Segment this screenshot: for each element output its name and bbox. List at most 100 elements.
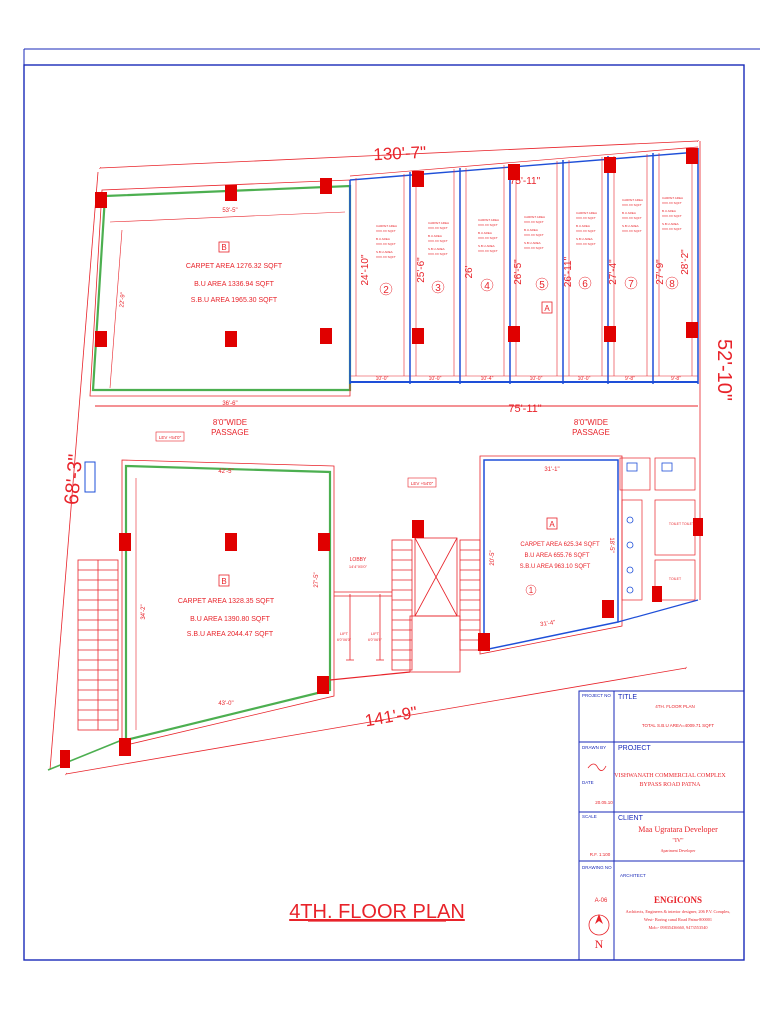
svg-text:XXX.XX SQFT: XXX.XX SQFT: [576, 229, 596, 233]
toilets: [619, 457, 696, 601]
svg-text:S.B.U AREA: S.B.U AREA: [524, 241, 541, 245]
svg-text:9'-8": 9'-8": [625, 376, 635, 382]
svg-text:S.B.U AREA: S.B.U AREA: [478, 244, 495, 248]
level-tag-1: LEV +54'0": [159, 435, 182, 440]
block-b-top-walls: [89, 179, 352, 397]
shop-number: 4: [484, 281, 490, 292]
passage-right-line1: 8'0"WIDE: [574, 418, 608, 427]
svg-text:XXX.XX SQFT: XXX.XX SQFT: [622, 216, 642, 220]
dim-b-top-inner: 53'-5": [222, 208, 237, 214]
svg-text:B.U AREA: B.U AREA: [576, 224, 590, 228]
client-line3: Apartment Developer: [661, 848, 696, 853]
svg-text:10'-4": 10'-4": [481, 376, 494, 382]
block-a-bottom-tag-box: [546, 517, 558, 530]
svg-text:CARPET AREA: CARPET AREA: [622, 198, 643, 202]
firm-name: ENGICONS: [654, 895, 702, 905]
lift-2-size: 6'0"X6'0": [368, 638, 383, 642]
svg-text:S.B.U AREA: S.B.U AREA: [376, 250, 393, 254]
block-b-bottom-carpet: CARPET AREA 1328.35 SQFT: [178, 598, 275, 605]
dim-b2-left: 34'-2": [141, 604, 147, 619]
svg-text:XXX.XX SQFT: XXX.XX SQFT: [376, 255, 396, 259]
svg-text:XXX.XX SQFT: XXX.XX SQFT: [478, 223, 498, 227]
svg-text:XXX.XX SQFT: XXX.XX SQFT: [662, 214, 682, 218]
block-b-top-tag: B: [221, 243, 226, 252]
center-core: [329, 537, 481, 681]
svg-text:DATE: DATE: [582, 780, 594, 785]
dim-b2-top: 42'-5": [218, 469, 233, 475]
block-a-bottom-sbu: S.B.U AREA 963.10 SQFT: [520, 564, 591, 570]
left-staircase: [77, 559, 119, 731]
title-block-labels: PROJECT NO TITLE DRAWN BY PROJECT DATE S…: [582, 693, 651, 878]
svg-text:XXX.XX SQFT: XXX.XX SQFT: [622, 229, 642, 233]
svg-text:10'-0": 10'-0": [429, 376, 442, 382]
title-block: [578, 690, 745, 961]
firm-line3: Mob:- 09835436660, 9473553540: [648, 925, 707, 931]
svg-text:XXX.XX SQFT: XXX.XX SQFT: [478, 249, 498, 253]
shops-tag: A: [544, 304, 550, 313]
svg-text:ARCHITECT: ARCHITECT: [620, 873, 646, 878]
dim-b2-bottom: 43'-0": [218, 701, 233, 707]
dim-right: 52'-10": [699, 141, 735, 600]
svg-text:DRAWING NO: DRAWING NO: [582, 865, 612, 870]
svg-text:CARPET AREA: CARPET AREA: [576, 211, 597, 215]
toilet-fixtures: [626, 462, 673, 594]
lobby-label: LOBBY: [350, 557, 367, 563]
svg-text:XXX.XX SQFT: XXX.XX SQFT: [622, 203, 642, 207]
lobby-size: 14'4"X5'0": [349, 564, 368, 569]
total-area: TOTAL S.B.U AREA=4009.71 SQFT: [642, 723, 715, 728]
block-b-bottom-tag: B: [221, 577, 226, 586]
svg-text:S.B.U AREA: S.B.U AREA: [576, 237, 593, 241]
svg-text:DRAWN BY: DRAWN BY: [582, 745, 606, 750]
block-a-bottom-tag: A: [549, 520, 555, 529]
svg-text:B.U AREA: B.U AREA: [662, 209, 676, 213]
dim-passage-run: 75'-11": [508, 403, 541, 415]
level-tag-box-1: [155, 431, 185, 442]
block-b-top-sbu: S.B.U AREA 1965.30 SQFT: [191, 297, 278, 304]
svg-text:9'-8": 9'-8": [671, 376, 681, 382]
svg-text:XXX.XX SQFT: XXX.XX SQFT: [428, 239, 448, 243]
shop-numbers: 2 3 4 5 6 7 8: [379, 276, 679, 296]
svg-text:CLIENT: CLIENT: [618, 815, 644, 822]
dim-shop-depth-2: 25'-6": [416, 257, 427, 283]
dim-shop-depth-3: 26': [464, 265, 475, 278]
shops-tag-box: [541, 301, 553, 314]
svg-text:PROJECT: PROJECT: [618, 745, 651, 752]
dim-shop-depth-6: 27'-4": [608, 259, 619, 285]
block-b-bottom-sbu: S.B.U AREA 2044.47 SQFT: [187, 631, 274, 638]
north-arrow-icon: [588, 914, 610, 936]
block-a-bottom-carpet: CARPET AREA 625.34 SQFT: [520, 542, 600, 548]
svg-text:10'-0": 10'-0": [530, 376, 543, 382]
level-tag-2: LEV +54'0": [411, 481, 434, 486]
svg-text:CARPET AREA: CARPET AREA: [524, 215, 545, 219]
svg-text:10'-0": 10'-0": [376, 376, 389, 382]
shop-number: 8: [669, 279, 675, 290]
svg-text:141'-9": 141'-9": [363, 703, 418, 731]
block-b-top-tag-box: [218, 241, 230, 253]
svg-text:XXX.XX SQFT: XXX.XX SQFT: [576, 242, 596, 246]
dim-b-left-inner: 22'-9": [119, 292, 126, 308]
dim-a2-right: 18'-5": [608, 537, 614, 552]
firm-line1: Architects, Engineers & interior designe…: [626, 909, 731, 915]
block-a-bottom-walls: [479, 455, 699, 655]
dim-a2-bottom: 31'-4": [540, 620, 556, 628]
block-b-top-carpet: CARPET AREA 1276.32 SQFT: [186, 263, 283, 270]
shop-number: 5: [539, 280, 545, 291]
svg-text:XXX.XX SQFT: XXX.XX SQFT: [524, 233, 544, 237]
dim-shop-depth-7: 27'-9": [655, 259, 666, 285]
unit-1-circle: [525, 584, 537, 596]
unit-1-number: 1: [529, 586, 534, 595]
svg-text:XXX.XX SQFT: XXX.XX SQFT: [576, 216, 596, 220]
shop-number: 7: [628, 279, 634, 290]
passage-right-line2: PASSAGE: [572, 428, 610, 437]
level-tag-box-2: [407, 477, 437, 488]
svg-text:XXX.XX SQFT: XXX.XX SQFT: [428, 252, 448, 256]
lift-1-size: 6'0"X6'0": [337, 638, 352, 642]
dim-passage-left-run: 36'-6": [222, 401, 237, 407]
svg-text:B.U AREA: B.U AREA: [524, 228, 538, 232]
client-line2: "IV": [672, 838, 684, 844]
left-bottom-edge: [47, 739, 123, 771]
svg-text:B.U AREA: B.U AREA: [478, 231, 492, 235]
dim-shop-depth-4: 26'-5": [513, 259, 524, 285]
firm-line2: West- Boring canal Road Patna-800001: [644, 917, 712, 922]
block-b-bottom-bu: B.U AREA 1390.80 SQFT: [190, 616, 270, 623]
